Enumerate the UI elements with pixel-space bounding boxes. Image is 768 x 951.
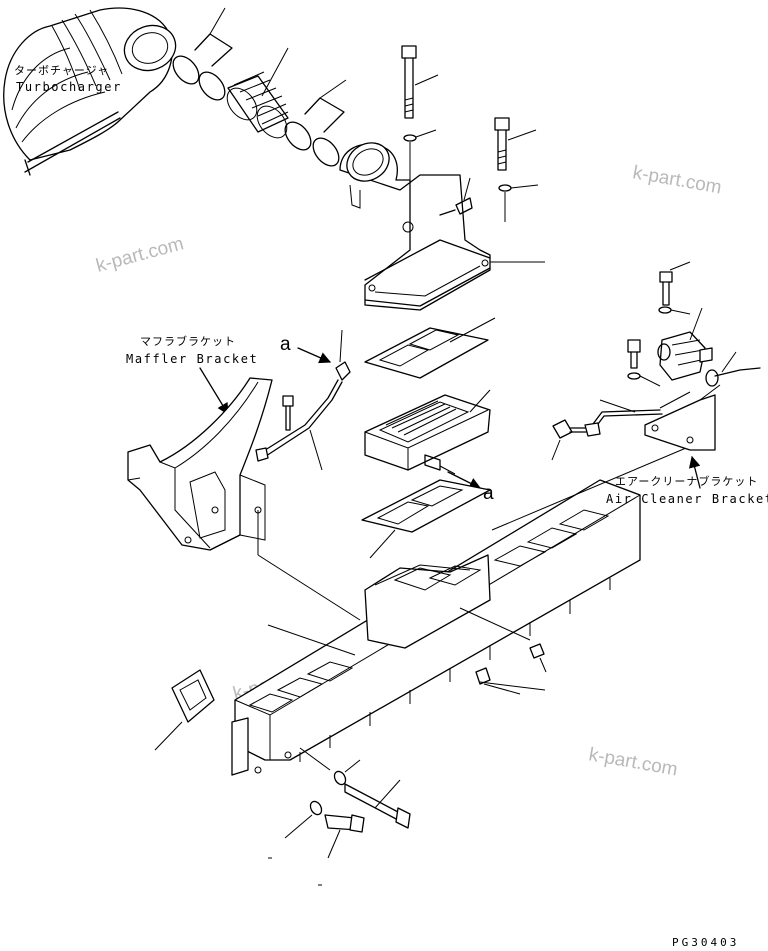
turbocharger-label-jp: ターボチャージャ <box>14 64 109 77</box>
air-cleaner-bracket-label-jp: エアークリーナブラケット <box>615 474 758 488</box>
page-code: PG30403 <box>672 936 739 949</box>
manifold-bolts <box>268 643 547 886</box>
muffler-bracket-label-en: Maffler Bracket <box>126 352 258 366</box>
clamps-and-hose <box>172 7 347 167</box>
watermark-1: k-part.com <box>94 233 186 277</box>
turbocharger: ターボチャージャ Turbocharger <box>3 7 177 176</box>
intake-heater: a <box>364 389 494 504</box>
exhaust-manifold <box>231 439 706 776</box>
watermark-2: k-part.com <box>631 162 723 198</box>
reference-mark-a-mid: a <box>483 483 494 504</box>
inlet-elbow <box>339 142 545 311</box>
air-cleaner-bracket: エアークリーナブラケット Air Cleaner Bracket <box>551 261 768 506</box>
heater-pipe: a <box>255 329 351 471</box>
watermark-4: k-part.com <box>587 744 679 780</box>
muffler-bracket-label-jp: マフラブラケット <box>140 334 236 348</box>
muffler-bracket: マフラブラケット Maffler Bracket <box>126 334 361 621</box>
side-gasket <box>154 669 215 751</box>
air-cleaner-bracket-label-en: Air Cleaner Bracket <box>606 492 768 506</box>
top-bolts <box>401 45 539 225</box>
gasket-upper <box>364 317 496 379</box>
reference-mark-a-top: a <box>280 334 291 355</box>
gasket-lower <box>361 479 491 559</box>
turbocharger-label-en: Turbocharger <box>16 80 122 94</box>
